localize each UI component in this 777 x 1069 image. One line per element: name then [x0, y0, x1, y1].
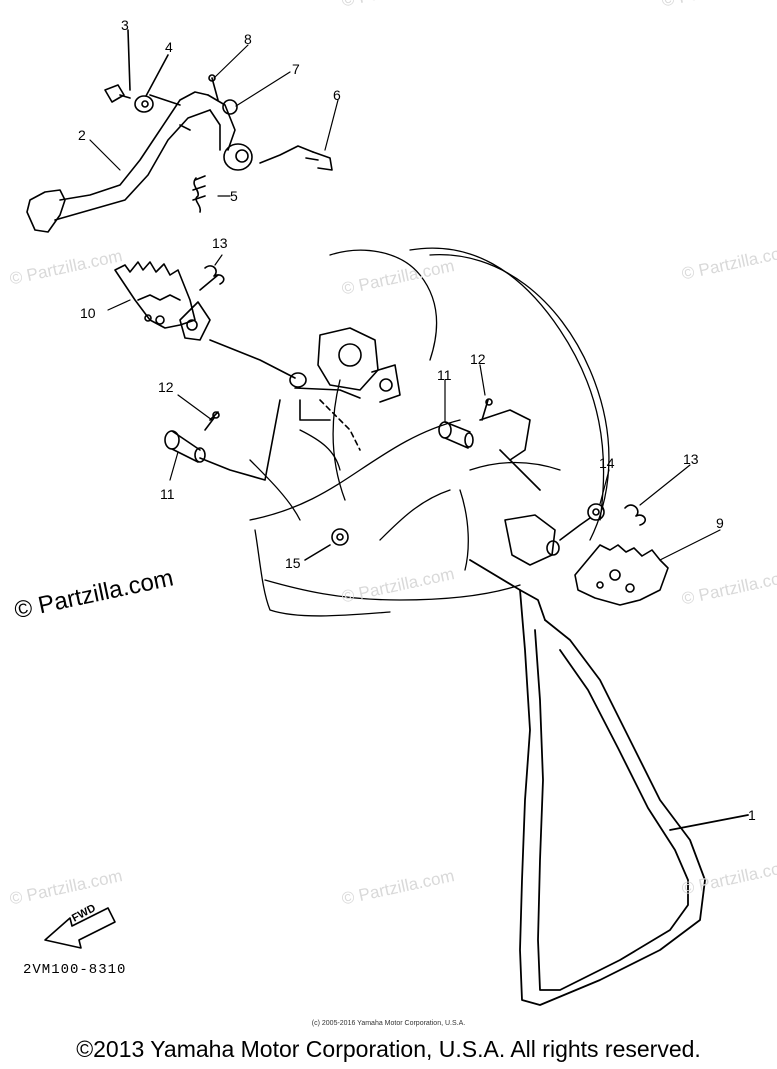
callout-8: 8	[244, 31, 252, 47]
callout-13b: 13	[683, 451, 699, 467]
pedal-hardware	[104, 29, 333, 213]
footrest-pin-right	[438, 398, 541, 491]
callout-1: 1	[748, 807, 756, 823]
callout-4: 4	[165, 39, 173, 55]
callout-12a: 12	[158, 379, 174, 395]
part-code: 2VM100-8310	[23, 962, 127, 978]
callout-9: 9	[716, 515, 724, 531]
callout-3: 3	[121, 17, 129, 33]
footrest-left	[114, 261, 225, 341]
callout-11a: 11	[160, 486, 175, 502]
frame-bracket	[294, 327, 401, 451]
sidestand	[469, 559, 749, 1006]
callout-7: 7	[292, 61, 300, 77]
frame-outline	[249, 247, 610, 617]
callout-5: 5	[230, 188, 238, 204]
footrest-pin-left	[164, 339, 307, 481]
callout-12b: 12	[470, 351, 486, 367]
callout-11b: 11	[437, 367, 452, 383]
fwd-arrow-shape	[44, 907, 116, 949]
footer-copyright: ©2013 Yamaha Motor Corporation, U.S.A. A…	[76, 1036, 701, 1062]
callout-2: 2	[78, 127, 86, 143]
callout-15: 15	[285, 555, 301, 571]
brake-pedal	[26, 91, 253, 233]
leader-lines	[89, 44, 721, 561]
callout-6: 6	[333, 87, 341, 103]
washer-15	[304, 528, 349, 561]
small-copyright: (c) 2005-2016 Yamaha Motor Corporation, …	[311, 1020, 466, 1027]
callout-14: 14	[599, 455, 615, 471]
callout-10: 10	[80, 305, 96, 321]
footrest-right	[504, 503, 669, 606]
callout-13a: 13	[212, 235, 228, 251]
